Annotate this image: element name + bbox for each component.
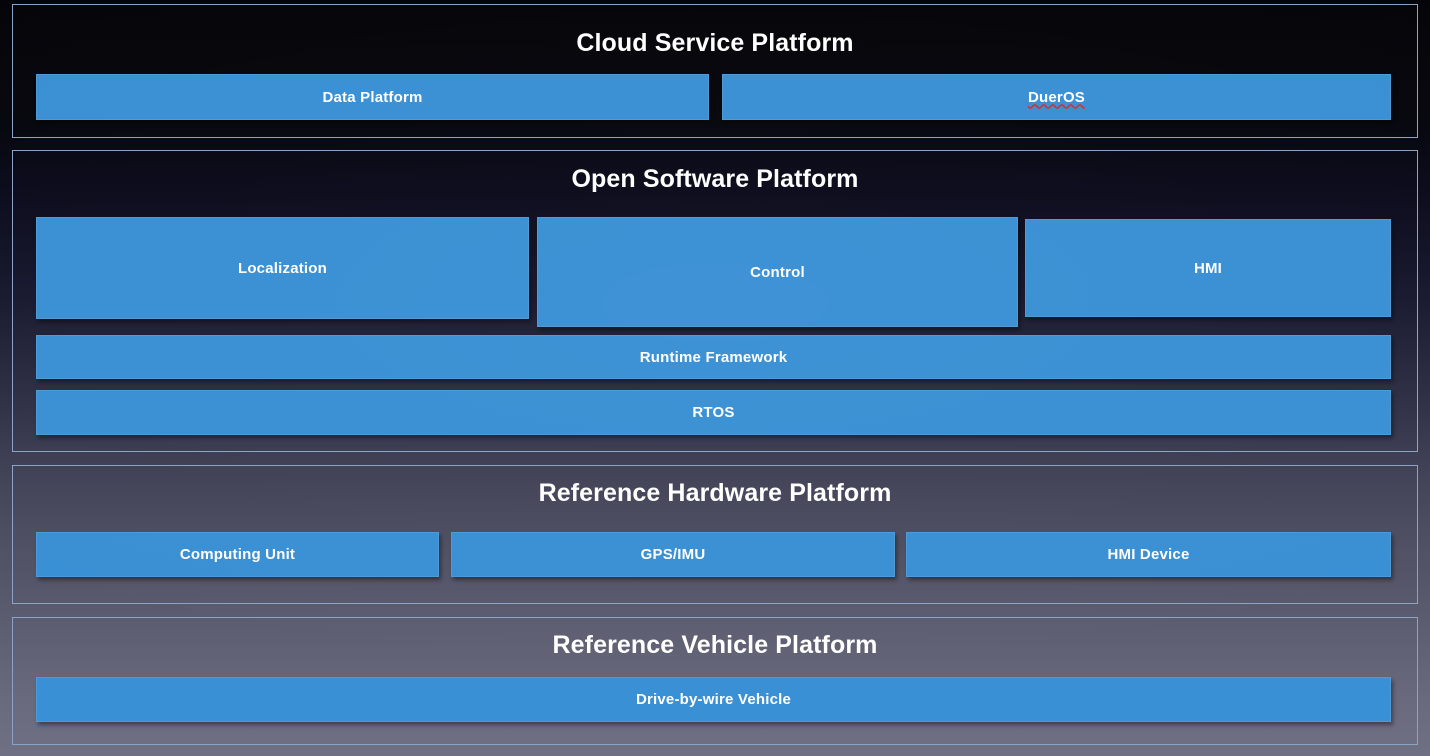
box-computing-unit[interactable]: Computing Unit [36, 532, 439, 577]
layer-open-software-platform: Open Software Platform Localization Cont… [12, 150, 1418, 452]
box-label-localization: Localization [237, 259, 328, 277]
box-label-drive-by-wire-vehicle: Drive-by-wire Vehicle [635, 691, 792, 708]
box-label-gps-imu: GPS/IMU [640, 546, 706, 563]
box-control[interactable]: Control [537, 217, 1018, 327]
box-hmi[interactable]: HMI [1025, 219, 1391, 317]
layer-title-open-software-platform: Open Software Platform [571, 165, 859, 193]
box-runtime-framework[interactable]: Runtime Framework [36, 335, 1391, 379]
box-label-runtime-framework: Runtime Framework [639, 348, 788, 366]
box-rtos[interactable]: RTOS [36, 390, 1391, 435]
layer-cloud-service-platform: Cloud Service Platform Data Platform Due… [12, 4, 1418, 138]
box-label-data-platform: Data Platform [322, 88, 423, 106]
box-gps-imu[interactable]: GPS/IMU [451, 532, 895, 577]
box-data-platform[interactable]: Data Platform [36, 74, 709, 120]
box-hmi-device[interactable]: HMI Device [906, 532, 1391, 577]
box-label-dueros: DuerOS [1027, 88, 1086, 106]
box-label-hmi-device: HMI Device [1107, 546, 1190, 563]
layer-title-cloud-service-platform: Cloud Service Platform [576, 29, 854, 57]
box-label-computing-unit: Computing Unit [179, 546, 296, 563]
box-label-hmi: HMI [1193, 259, 1223, 277]
box-label-rtos: RTOS [692, 404, 735, 421]
layer-title-reference-vehicle-platform: Reference Vehicle Platform [552, 631, 878, 659]
layer-reference-hardware-platform: Reference Hardware Platform Computing Un… [12, 465, 1418, 604]
box-drive-by-wire-vehicle[interactable]: Drive-by-wire Vehicle [36, 677, 1391, 722]
box-dueros[interactable]: DuerOS [722, 74, 1391, 120]
layer-reference-vehicle-platform: Reference Vehicle Platform Drive-by-wire… [12, 617, 1418, 745]
box-label-control: Control [750, 263, 805, 281]
box-localization[interactable]: Localization [36, 217, 529, 319]
layer-title-reference-hardware-platform: Reference Hardware Platform [538, 479, 892, 507]
